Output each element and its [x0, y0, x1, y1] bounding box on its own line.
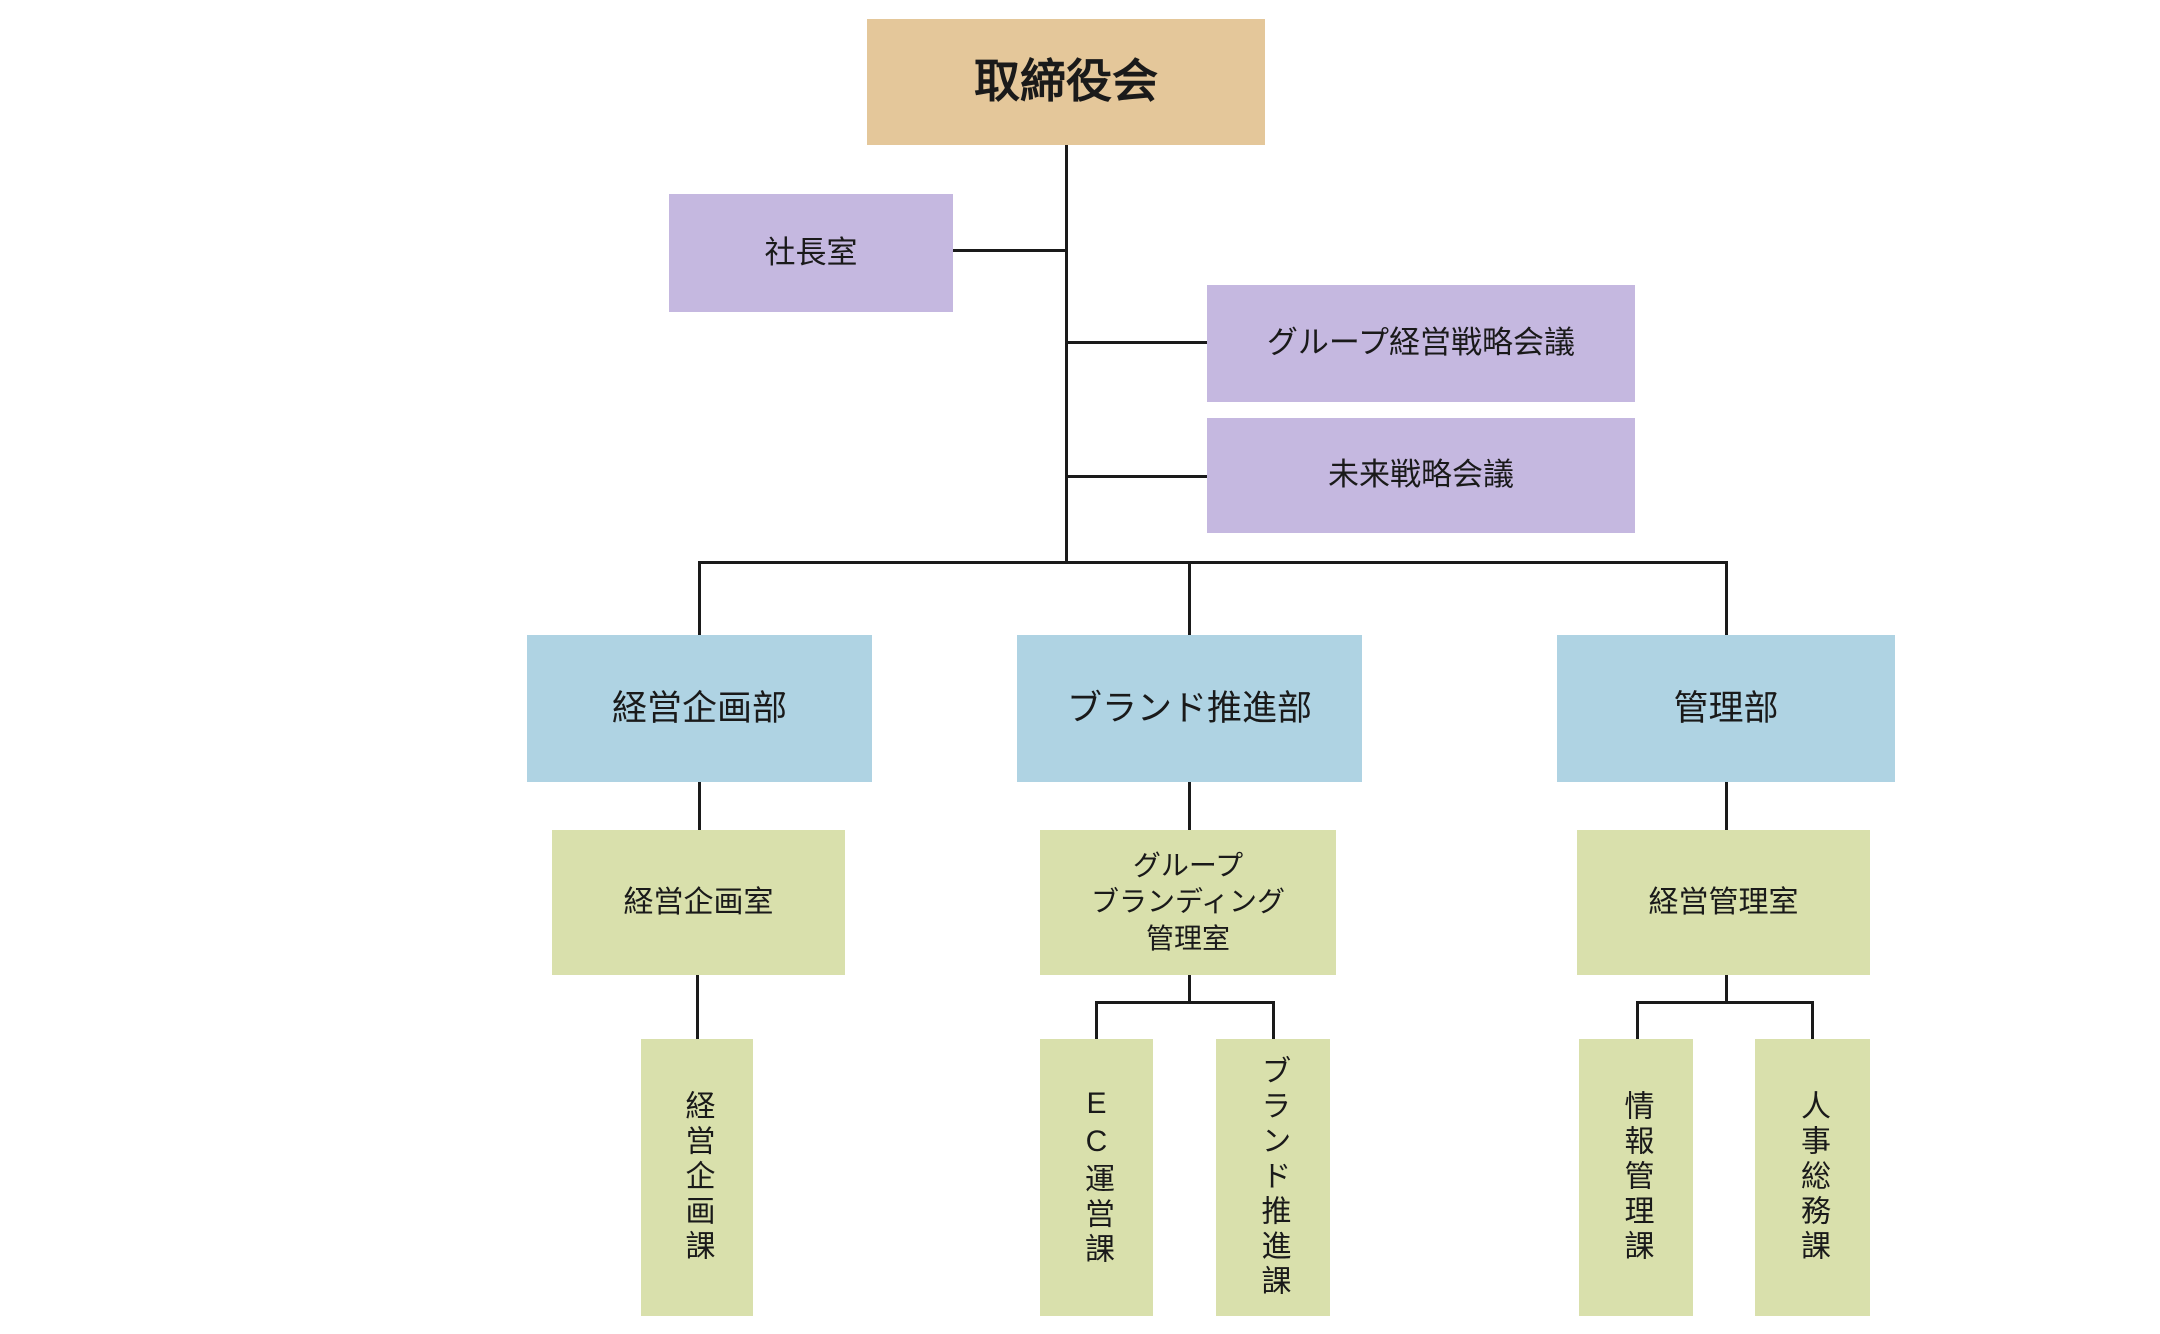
- connector-future-strategy-meeting: [1065, 475, 1207, 478]
- node-brand-promotion-dept: ブランド推進部: [1017, 635, 1362, 782]
- node-management-planning-dept: 経営企画部: [527, 635, 872, 782]
- node-future-strategy-meeting: 未来戦略会議: [1207, 418, 1635, 533]
- node-management-planning-office: 経営企画室: [552, 830, 845, 975]
- node-hr-general-affairs-section: 人事総務課: [1755, 1039, 1870, 1316]
- connector-drop-admin-dept: [1725, 561, 1728, 635]
- node-group-branding-management-office: グループ ブランディング 管理室: [1040, 830, 1336, 975]
- node-brand-promotion-section: ブランド推進課: [1216, 1039, 1330, 1316]
- connector-president-office: [953, 249, 1067, 252]
- node-board-of-directors: 取締役会: [867, 19, 1265, 145]
- connector-planning-office-to-section: [696, 975, 699, 1039]
- connector-drop-brand-dept: [1188, 561, 1191, 635]
- node-management-administration-office: 経営管理室: [1577, 830, 1870, 975]
- connector-admin-office-stub: [1725, 975, 1728, 1004]
- connector-departments-branch: [698, 561, 1728, 564]
- connector-drop-ec-section: [1095, 1001, 1098, 1039]
- connector-drop-planning-dept: [698, 561, 701, 635]
- node-group-strategy-meeting: グループ経営戦略会議: [1207, 285, 1635, 402]
- connector-branding-sections-branch: [1095, 1001, 1275, 1004]
- node-information-management-section: 情報管理課: [1579, 1039, 1693, 1316]
- connector-brand-dept-to-office: [1188, 782, 1191, 830]
- connector-drop-info-section: [1636, 1001, 1639, 1039]
- connector-drop-hr-section: [1811, 1001, 1814, 1039]
- connector-planning-dept-to-office: [698, 782, 701, 830]
- node-president-office: 社長室: [669, 194, 953, 312]
- node-management-planning-section: 経営企画課: [641, 1039, 753, 1316]
- connector-board-main-vertical: [1065, 145, 1068, 564]
- connector-admin-sections-branch: [1636, 1001, 1814, 1004]
- connector-group-strategy-meeting: [1065, 341, 1207, 344]
- node-administration-dept: 管理部: [1557, 635, 1895, 782]
- connector-drop-brand-section: [1272, 1001, 1275, 1039]
- node-ec-operations-section: EC運営課: [1040, 1039, 1153, 1316]
- connector-branding-office-stub: [1188, 975, 1191, 1004]
- connector-admin-dept-to-office: [1725, 782, 1728, 830]
